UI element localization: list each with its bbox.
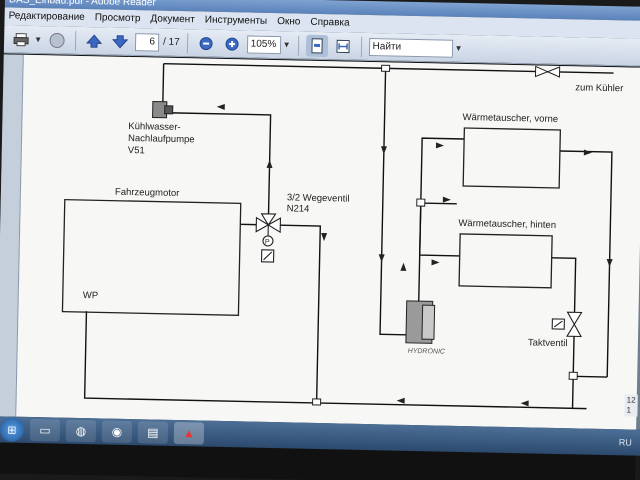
menu-view[interactable]: Просмотр (94, 12, 141, 25)
toolbar-divider (186, 32, 188, 53)
chevron-down-icon[interactable]: ▼ (454, 43, 463, 53)
fit-width-icon (335, 39, 350, 53)
share-button[interactable] (46, 29, 68, 51)
menu-help[interactable]: Справка (310, 16, 350, 29)
fit-page-icon (310, 37, 323, 53)
zoom-out-button[interactable] (194, 32, 216, 54)
fit-page-button[interactable] (305, 34, 328, 57)
label-pump-line3: V51 (128, 145, 145, 156)
tray-language[interactable]: RU (618, 437, 632, 448)
taskbar-winrar[interactable]: ▤ (137, 421, 169, 444)
chrome-icon: ◉ (111, 424, 123, 439)
print-button[interactable] (10, 28, 32, 50)
flow-arrows (216, 103, 613, 407)
label-valve-p: P (265, 239, 270, 246)
arrow-down-icon (111, 34, 129, 49)
label-takt: Taktventil (528, 337, 568, 349)
search-input[interactable] (368, 37, 453, 58)
heat-exchanger-front (462, 127, 562, 189)
hydronic-heater (405, 300, 436, 344)
toolbar-divider (74, 30, 77, 51)
share-icon (49, 32, 65, 48)
heat-exchanger-rear (458, 233, 553, 289)
label-pump-line1: Kühlwasser- (128, 121, 181, 133)
menu-document[interactable]: Документ (150, 13, 195, 26)
label-valve-line2: N214 (287, 203, 310, 214)
label-hx-rear: Wärmetauscher, hinten (458, 218, 556, 231)
label-valve-line1: 3/2 Wegeventil (287, 192, 350, 204)
label-hydronic: HYDRONIC (408, 348, 446, 356)
zoom-in-icon (225, 37, 239, 51)
taskbar-paint[interactable]: ◍ (65, 419, 97, 443)
chevron-down-icon[interactable]: ▼ (34, 34, 43, 45)
label-engine: Fahrzeugmotor (115, 187, 180, 199)
adobe-reader-icon: ▲ (182, 426, 196, 441)
taskbar-chrome[interactable]: ◉ (101, 420, 133, 444)
windows-logo-icon: ⊞ (7, 423, 17, 437)
arrow-up-icon (85, 33, 103, 48)
previous-page-button[interactable] (83, 29, 105, 51)
engine-block (61, 198, 242, 316)
page-total: / 17 (162, 36, 180, 49)
taskbar-explorer[interactable]: ▭ (29, 418, 61, 442)
toolbar-divider (297, 34, 299, 56)
taskbar-adobe-reader[interactable]: ▲ (173, 421, 205, 445)
cooler-valve (534, 65, 561, 78)
zoom-out-icon (199, 36, 213, 50)
label-cooler: zum Kühler (575, 82, 623, 94)
zoom-in-button[interactable] (220, 32, 242, 54)
coolant-pump (152, 100, 174, 119)
menu-tools[interactable]: Инструменты (204, 14, 268, 27)
page-fragment-bottom: 1 (626, 405, 632, 415)
junctions (312, 64, 578, 406)
label-pump-line2: Nachlaufpumpe (128, 133, 195, 145)
paint-icon: ◍ (75, 423, 87, 439)
toolbar-divider (360, 36, 362, 57)
toolbar: ▼ / 17 (3, 25, 640, 68)
printer-icon (13, 32, 29, 46)
zoom-input[interactable] (246, 34, 281, 54)
fit-width-button[interactable] (331, 35, 353, 57)
label-wp: WP (83, 290, 99, 301)
page-fragment: 12 1 (624, 394, 638, 417)
pdf-page[interactable]: zum Kühler Kühlwasser- Nachlaufpumpe V51… (16, 54, 640, 430)
menu-edit[interactable]: Редактирование (8, 10, 85, 24)
page-number-input[interactable] (134, 32, 160, 52)
label-hx-front: Wärmetauscher, vorne (462, 112, 558, 125)
page-fragment-top: 12 (626, 395, 636, 405)
start-button[interactable]: ⊞ (0, 417, 25, 442)
coolant-circuit-diagram: zum Kühler Kühlwasser- Nachlaufpumpe V51… (61, 62, 623, 410)
next-page-button[interactable] (109, 30, 131, 52)
chevron-down-icon[interactable]: ▼ (282, 40, 291, 50)
winrar-icon: ▤ (147, 425, 159, 440)
menu-window[interactable]: Окно (277, 16, 301, 28)
takt-valve (551, 311, 583, 338)
explorer-icon: ▭ (39, 423, 51, 438)
three-way-valve (255, 213, 282, 263)
